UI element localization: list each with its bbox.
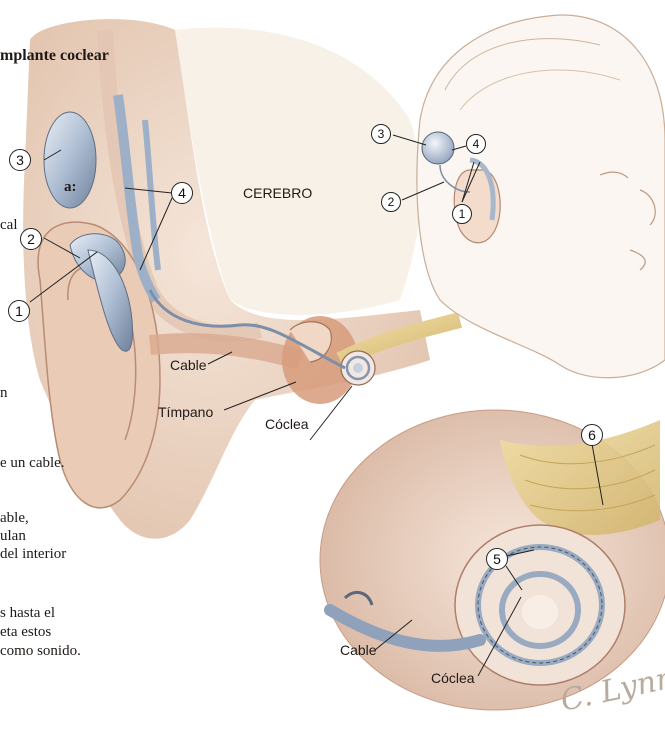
- side-text-6: ulan: [0, 529, 26, 544]
- side-text-8: s hasta el: [0, 606, 55, 621]
- callout-4-child: 4: [466, 134, 486, 154]
- side-text-9: eta estos: [0, 625, 51, 640]
- label-coclea-main: Cóclea: [265, 417, 309, 431]
- side-text-2: cal: [0, 218, 17, 233]
- side-text-3: n: [0, 386, 8, 401]
- label-cable-inset: Cable: [340, 643, 377, 657]
- callout-4-main: 4: [171, 182, 193, 204]
- label-cerebro: CEREBRO: [243, 186, 312, 200]
- callout-2-main: 2: [20, 228, 42, 250]
- label-cable-main: Cable: [170, 358, 207, 372]
- callout-1-child: 1: [452, 204, 472, 224]
- side-text-7: del interior: [0, 547, 66, 562]
- callout-6-inset: 6: [581, 424, 603, 446]
- diagram-title: mplante coclear: [0, 48, 109, 64]
- label-coclea-inset: Cóclea: [431, 671, 475, 685]
- callout-1-main: 1: [8, 300, 30, 322]
- callout-3-main: 3: [9, 149, 31, 171]
- side-text-4: e un cable.: [0, 456, 65, 471]
- callout-3-child: 3: [371, 124, 391, 144]
- label-timpano: Tímpano: [158, 405, 213, 419]
- side-text-5: able,: [0, 511, 29, 526]
- side-text-1: a:: [64, 180, 77, 195]
- callout-5-inset: 5: [486, 548, 508, 570]
- callout-2-child: 2: [381, 192, 401, 212]
- side-text-10: como sonido.: [0, 644, 81, 659]
